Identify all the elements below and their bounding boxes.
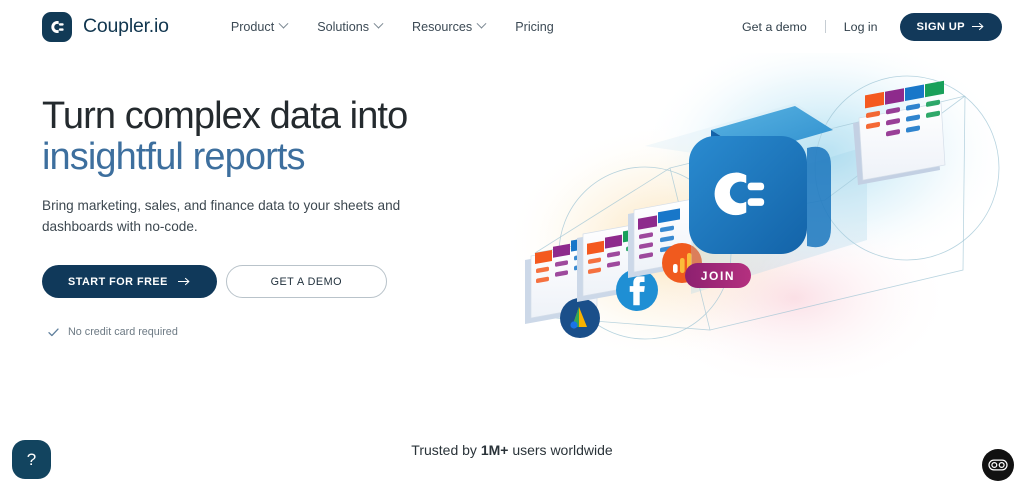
check-icon — [48, 327, 59, 336]
start-for-free-label: START FOR FREE — [68, 275, 168, 288]
output-table-card — [853, 80, 946, 185]
hero-content: Turn complex data into insightful report… — [42, 96, 512, 338]
facebook-icon — [616, 269, 658, 311]
nav-item-label: Product — [230, 19, 275, 34]
nav-item-label: Pricing — [515, 19, 554, 34]
start-for-free-button[interactable]: START FOR FREE — [42, 265, 217, 298]
nav-item-pricing[interactable]: Pricing — [500, 14, 569, 40]
hero-cta-group: START FOR FREE GET A DEMO — [42, 265, 512, 298]
nav-item-label: Resources — [412, 19, 473, 34]
nav-item-label: Solutions — [317, 19, 370, 34]
cookie-consent-button[interactable] — [982, 449, 1014, 481]
chevron-down-icon — [278, 18, 289, 29]
no-credit-card-label: No credit card required — [68, 326, 178, 338]
page-title: Turn complex data into insightful report… — [42, 96, 512, 178]
header-actions: Get a demo Log in SIGN UP — [732, 12, 1002, 41]
arrow-right-icon — [972, 22, 984, 31]
trusted-by-text: Trusted by 1M+ users worldwide — [0, 442, 1024, 458]
trusted-prefix: Trusted by — [411, 442, 481, 458]
heading-line-1: Turn complex data into — [42, 95, 408, 137]
sign-up-label: SIGN UP — [916, 20, 965, 33]
get-a-demo-link[interactable]: Get a demo — [742, 19, 807, 34]
google-ads-icon — [560, 298, 600, 338]
log-in-link[interactable]: Log in — [843, 19, 878, 34]
coupler-cube-icon — [689, 106, 833, 254]
site-header: Coupler.io Product Solutions Resources P… — [0, 0, 1024, 53]
arrow-right-icon — [177, 277, 190, 286]
trusted-count: 1M+ — [480, 442, 509, 458]
get-a-demo-button[interactable]: GET A DEMO — [225, 265, 387, 298]
join-badge: JOIN — [685, 263, 751, 288]
get-a-demo-label: GET A DEMO — [270, 275, 342, 288]
data-pipeline-graphic: JOIN — [505, 48, 1010, 378]
hero-illustration: JOIN — [495, 48, 1024, 378]
no-credit-card-note: No credit card required — [42, 326, 512, 338]
nav-item-product[interactable]: Product — [216, 14, 302, 40]
help-button[interactable]: ? — [12, 440, 51, 479]
brand-logo[interactable]: Coupler.io — [42, 11, 169, 42]
chevron-down-icon — [373, 18, 384, 29]
chevron-down-icon — [476, 18, 487, 29]
nav-item-solutions[interactable]: Solutions — [302, 14, 397, 40]
main-navigation: Product Solutions Resources Pricing — [216, 14, 569, 40]
header-divider — [824, 20, 826, 33]
sign-up-button[interactable]: SIGN UP — [899, 12, 1002, 41]
brand-name: Coupler.io — [83, 15, 169, 37]
cookie-consent-icon — [988, 459, 1008, 471]
heading-line-2: insightful reports — [42, 136, 306, 178]
hero-subtitle: Bring marketing, sales, and finance data… — [42, 198, 401, 234]
nav-item-resources[interactable]: Resources — [397, 14, 500, 40]
join-badge-label: JOIN — [701, 269, 735, 283]
question-mark-icon: ? — [26, 449, 37, 469]
coupler-logo-icon — [42, 11, 72, 42]
trusted-suffix: users worldwide — [508, 442, 613, 458]
